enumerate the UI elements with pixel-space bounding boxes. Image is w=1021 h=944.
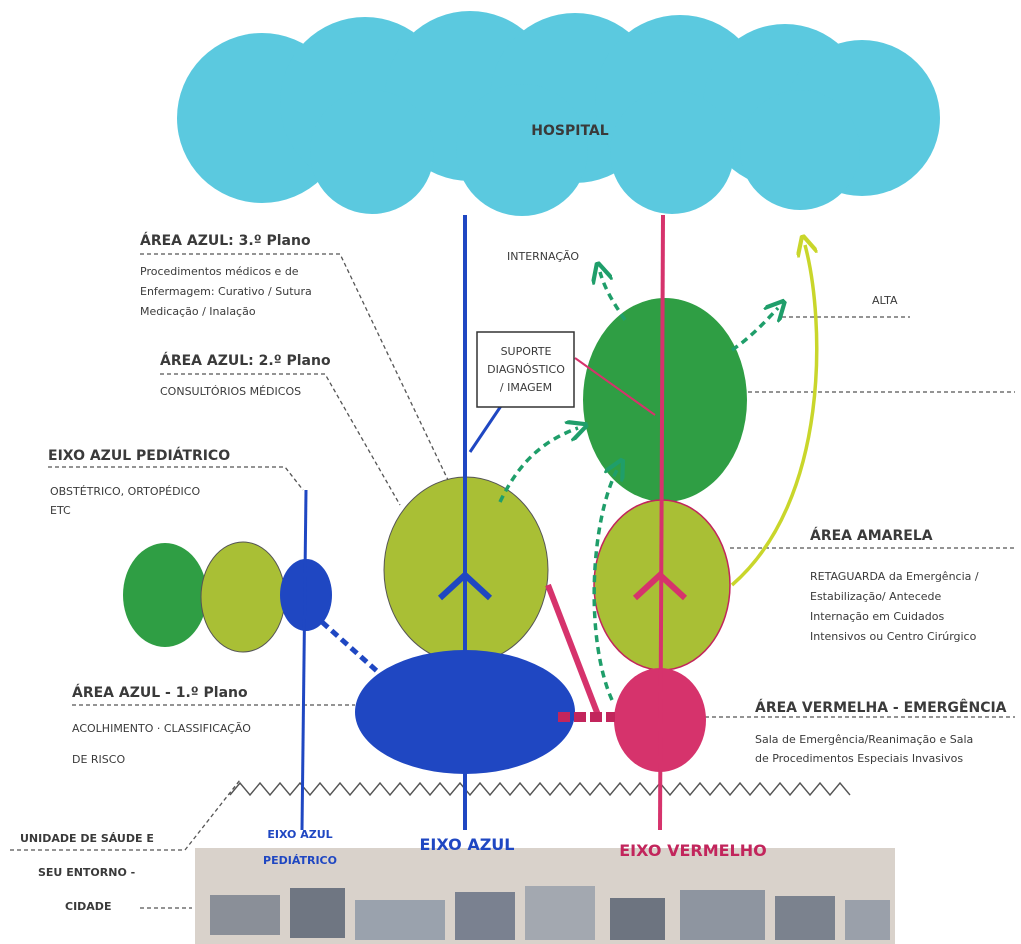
suporte-line-1: SUPORTE [501,345,552,358]
pediatrico-line-1: OBSTÉTRICO, ORTOPÉDICO [50,485,200,498]
azul2-line-1: CONSULTÓRIOS MÉDICOS [160,385,301,398]
pediatrico-line-2: ETC [50,504,71,517]
amarela-line-1: RETAGUARDA da Emergência / [810,570,979,583]
hospital-label: HOSPITAL [531,123,608,139]
pediatric-axis-line [300,489,308,831]
unidade-line-3: CIDADE [65,900,111,913]
azul1-line-1: ACOLHIMENTO · CLASSIFICAÇÃO [72,722,251,735]
vermelho-chevron [632,570,688,601]
azul3-line-2: Enfermagem: Curativo / Sutura [140,285,312,298]
amarela-vermelha-link [545,583,601,717]
suporte-line-2: DIAGNÓSTICO [487,363,565,376]
alta-label: ALTA [872,294,898,307]
amarela-line-2: Estabilização/ Antecede [810,590,941,603]
eixo-azul-label: EIXO AZUL [420,835,515,854]
pediatric-yellow-bubble [200,541,286,653]
vermelha-title: ÁREA VERMELHA - EMERGÊNCIA [755,699,1007,716]
area-azul-3-bubble [583,298,747,502]
suporte-line-3: / IMAGEM [500,381,552,394]
pediatric-link [320,620,380,674]
azul3-line-3: Medicação / Inalação [140,305,256,318]
eixo-vermelho-label: EIXO VERMELHO [619,841,767,860]
vermelha-line-2: de Procedimentos Especiais Invasivos [755,752,963,765]
amarela-line-4: Intensivos ou Centro Cirúrgico [810,630,977,643]
leader-lines [10,253,1015,909]
alta-arrow [730,245,819,587]
suporte-link [468,399,507,453]
unidade-line-2: SEU ENTORNO - [38,866,135,879]
amarela-title: ÁREA AMARELA [810,527,933,544]
azul3-line-1: Procedimentos médicos e de [140,265,299,278]
pediatric-green-bubble [123,543,207,647]
teal-flow-arrows [498,272,778,701]
azul-chevron [437,570,493,601]
azul1-title: ÁREA AZUL - 1.º Plano [72,684,248,701]
azul3-title: ÁREA AZUL: 3.º Plano [140,232,311,249]
azul2-title: ÁREA AZUL: 2.º Plano [160,352,331,369]
eixo-pediatrico-label-2: PEDIÁTRICO [263,854,337,867]
eixo-pediatrico-label-1: EIXO AZUL [267,828,332,841]
eixo-vermelho-line [658,214,665,831]
suporte-red-link [574,357,656,416]
vermelha-line-1: Sala de Emergência/Reanimação e Sala [755,733,973,746]
amarela-line-3: Internação em Cuidados [810,610,944,623]
zigzag-line [229,781,851,797]
azul1-line-2: DE RISCO [72,753,125,766]
city-image [195,848,895,944]
internacao-label: INTERNAÇÃO [507,250,579,263]
suporte-box [476,331,575,408]
pediatrico-title: EIXO AZUL PEDIÁTRICO [48,447,230,464]
unidade-line-1: UNIDADE DE SÁUDE E [20,832,154,845]
hospital-cloud [177,11,940,216]
